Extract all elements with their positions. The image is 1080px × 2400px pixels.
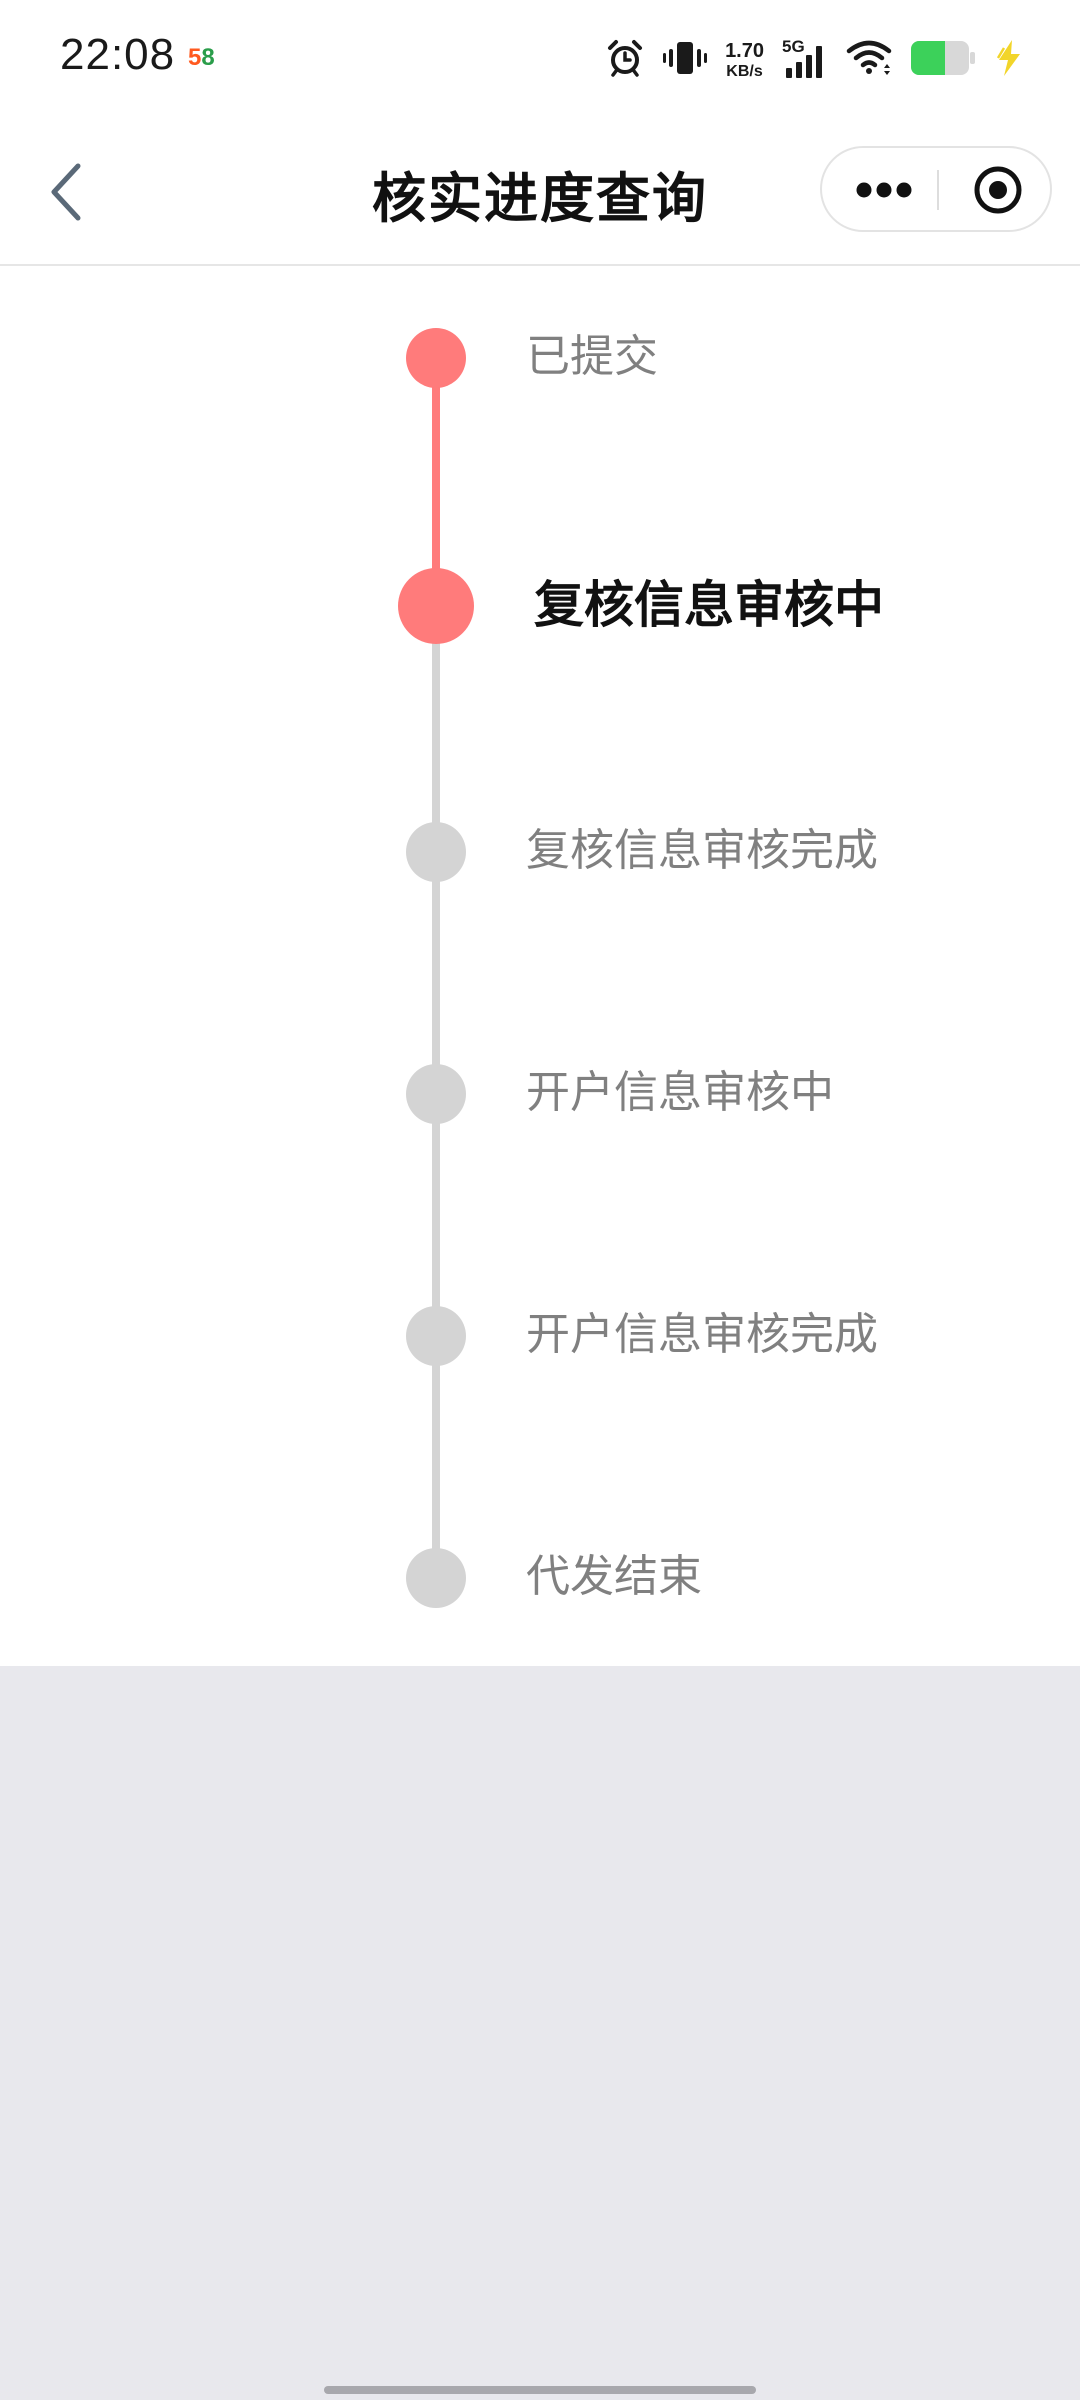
home-indicator: [324, 2386, 756, 2394]
network-speed: 1.70 KB/s: [725, 39, 764, 80]
back-button[interactable]: [24, 150, 108, 234]
step-label: 复核信息审核完成: [526, 825, 878, 876]
more-menu-button[interactable]: [844, 162, 924, 218]
progress-timeline: 已提交 复核信息审核中 复核信息审核完成 开户信息审核中 开户信息审核完成 代发…: [0, 266, 1080, 1666]
alarm-icon: [605, 38, 645, 82]
more-dots-icon: [856, 182, 912, 198]
step-dot: [398, 568, 474, 644]
timeline-connector: [432, 852, 440, 1094]
step-label: 已提交: [526, 331, 658, 382]
battery-icon: [910, 38, 976, 82]
mini-program-capsule: [820, 146, 1052, 232]
capsule-divider: [937, 170, 939, 210]
step-label: 开户信息审核完成: [526, 1309, 878, 1360]
signal-icon: 5G: [782, 38, 828, 82]
step-dot: [406, 328, 466, 388]
timeline-connector: [432, 358, 440, 606]
timeline-connector: [432, 1094, 440, 1336]
step-dot: [406, 1064, 466, 1124]
page-title: 核实进度查询: [372, 167, 708, 230]
step-label: 代发结束: [526, 1551, 702, 1602]
app-notification-badge: 58: [188, 44, 215, 71]
vibrate-icon: [663, 38, 708, 82]
step-dot: [406, 822, 466, 882]
close-mini-program-button[interactable]: [958, 162, 1038, 218]
target-circle-icon: [974, 166, 1022, 214]
charging-icon: [994, 38, 1024, 82]
chevron-left-icon: [51, 163, 81, 221]
navigation-bar: 核实进度查询: [0, 120, 1080, 266]
wifi-icon: [846, 38, 892, 82]
step-dot: [406, 1548, 466, 1608]
status-icons: 1.70 KB/s 5G: [605, 34, 1024, 86]
status-time: 22:08: [60, 30, 176, 79]
step-label: 复核信息审核中: [534, 576, 884, 634]
step-dot: [406, 1306, 466, 1366]
timeline-connector: [432, 606, 440, 852]
timeline-connector: [432, 1336, 440, 1578]
status-bar: 22:08 58 1.70 KB/s: [0, 0, 1080, 120]
step-label: 开户信息审核中: [526, 1067, 834, 1118]
